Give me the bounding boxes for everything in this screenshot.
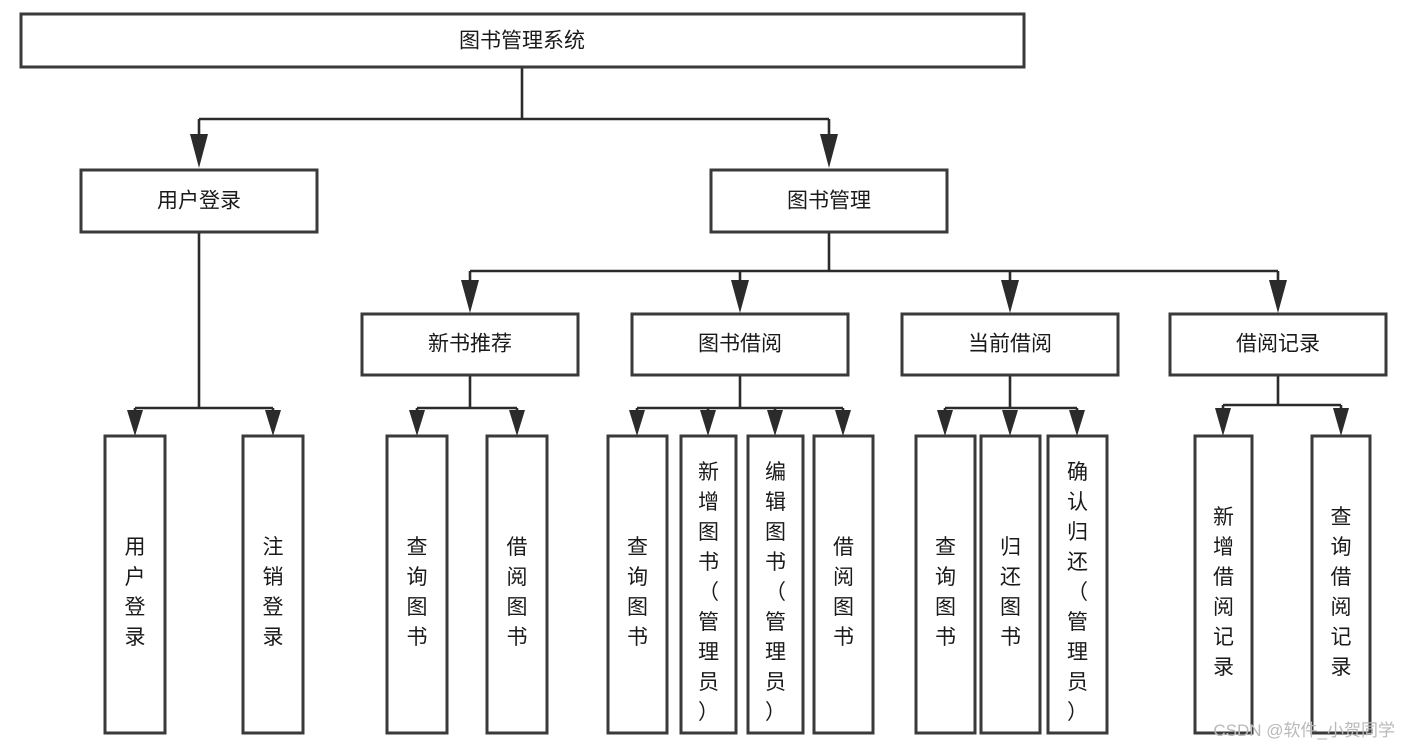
- connector-group-new-book-recommend: [409, 375, 525, 436]
- node-leaf-user-login-box[interactable]: [103, 434, 167, 735]
- arrow-head-user-login: [190, 134, 208, 168]
- node-leaf-logout-label: 注销登录: [263, 535, 284, 648]
- node-root[interactable]: 图书管理系统: [19, 12, 1026, 69]
- node-new-book-recommend-box[interactable]: [360, 312, 580, 377]
- arrow-head-leaf-query-book-rec: [409, 410, 425, 436]
- node-leaf-borrow-book-box[interactable]: [812, 434, 875, 735]
- arrow-head-book-borrow: [731, 280, 749, 313]
- node-borrow-record-box[interactable]: [1168, 312, 1388, 377]
- arrow-head-new-book-recommend: [461, 280, 479, 313]
- arrow-head-leaf-query-book-cur: [937, 410, 953, 436]
- arrow-head-leaf-user-login: [127, 410, 143, 436]
- node-current-borrow-box[interactable]: [900, 312, 1120, 377]
- node-leaf-query-book-cur-label: 查询图书: [935, 535, 956, 648]
- node-book-borrow-box[interactable]: [630, 312, 850, 377]
- node-leaf-query-record-box[interactable]: [1310, 434, 1372, 735]
- connector-group-book-manage: [461, 232, 1287, 313]
- arrow-head-leaf-borrow-book: [835, 410, 851, 436]
- connector-group-borrow-record: [1215, 375, 1349, 436]
- leaf-label-group: 用户登录 注销登录 查询图书 借阅图书 查询图书 新增图书（管理员） 编辑图书（…: [125, 460, 1352, 723]
- node-leaf-add-record-label: 新增借阅记录: [1213, 505, 1234, 678]
- arrow-head-leaf-query-book-borrow: [629, 410, 645, 436]
- arrow-head-leaf-add-record: [1215, 408, 1231, 436]
- node-leaf-return-book-label: 归还图书: [1000, 535, 1021, 648]
- node-user-login[interactable]: 用户登录: [79, 168, 319, 234]
- node-leaf-query-book-borrow-box[interactable]: [606, 434, 669, 735]
- connector-group-user-login: [127, 232, 281, 436]
- node-leaf-borrow-book-rec-label: 借阅图书: [507, 535, 528, 648]
- node-book-borrow-label: 图书借阅: [698, 333, 782, 356]
- node-user-login-box[interactable]: [79, 168, 319, 234]
- node-root-box[interactable]: [19, 12, 1026, 69]
- node-borrow-record[interactable]: 借阅记录: [1168, 312, 1388, 377]
- node-user-login-label: 用户登录: [157, 190, 241, 213]
- arrow-head-leaf-add-book: [700, 410, 716, 436]
- arrow-head-leaf-borrow-book-rec: [509, 410, 525, 436]
- node-leaf-borrow-book-rec-box[interactable]: [485, 434, 549, 735]
- leaf-box-group: [103, 434, 1372, 735]
- node-leaf-add-book-box[interactable]: [679, 434, 738, 735]
- connector-group-root: [190, 67, 838, 168]
- node-book-manage-box[interactable]: [709, 168, 949, 234]
- node-leaf-add-book-label: 新增图书（管理员）: [698, 460, 719, 723]
- node-leaf-query-book-cur-box[interactable]: [914, 434, 977, 735]
- node-leaf-logout-box[interactable]: [241, 434, 305, 735]
- arrow-head-leaf-edit-book: [767, 410, 783, 436]
- arrow-head-leaf-return-book: [1002, 410, 1018, 436]
- arrow-head-leaf-logout: [265, 410, 281, 436]
- node-root-label: 图书管理系统: [459, 30, 585, 53]
- csdn-watermark: CSDN @软件_小贺同学: [1213, 721, 1395, 740]
- node-new-book-recommend-label: 新书推荐: [428, 333, 512, 356]
- arrow-head-borrow-record: [1269, 280, 1287, 313]
- arrow-head-leaf-confirm-return: [1069, 410, 1085, 436]
- node-leaf-query-record-label: 查询借阅记录: [1331, 505, 1352, 678]
- node-current-borrow[interactable]: 当前借阅: [900, 312, 1120, 377]
- arrow-head-current-borrow: [1001, 280, 1019, 313]
- arrow-head-book-manage: [820, 134, 838, 168]
- node-leaf-confirm-return-label: 确认归还（管理员）: [1067, 460, 1088, 723]
- node-book-manage[interactable]: 图书管理: [709, 168, 949, 234]
- node-leaf-borrow-book-label: 借阅图书: [833, 535, 854, 648]
- node-leaf-user-login-label: 用户登录: [125, 535, 146, 648]
- node-leaf-return-book-box[interactable]: [979, 434, 1042, 735]
- node-borrow-record-label: 借阅记录: [1236, 333, 1320, 356]
- node-leaf-query-book-borrow-label: 查询图书: [627, 535, 648, 648]
- node-book-borrow[interactable]: 图书借阅: [630, 312, 850, 377]
- node-leaf-query-book-rec-box[interactable]: [385, 434, 449, 735]
- node-leaf-query-book-rec-label: 查询图书: [407, 535, 428, 648]
- node-leaf-edit-book-box[interactable]: [746, 434, 805, 735]
- arrow-head-leaf-query-record: [1333, 408, 1349, 436]
- node-leaf-confirm-return-box[interactable]: [1046, 434, 1109, 735]
- node-current-borrow-label: 当前借阅: [968, 333, 1052, 356]
- node-book-manage-label: 图书管理: [787, 190, 871, 213]
- connector-group-current-borrow: [937, 375, 1085, 436]
- node-leaf-edit-book-label: 编辑图书（管理员）: [765, 460, 786, 723]
- node-leaf-add-record-box[interactable]: [1193, 434, 1254, 735]
- node-new-book-recommend[interactable]: 新书推荐: [360, 312, 580, 377]
- connector-group-book-borrow: [629, 375, 851, 436]
